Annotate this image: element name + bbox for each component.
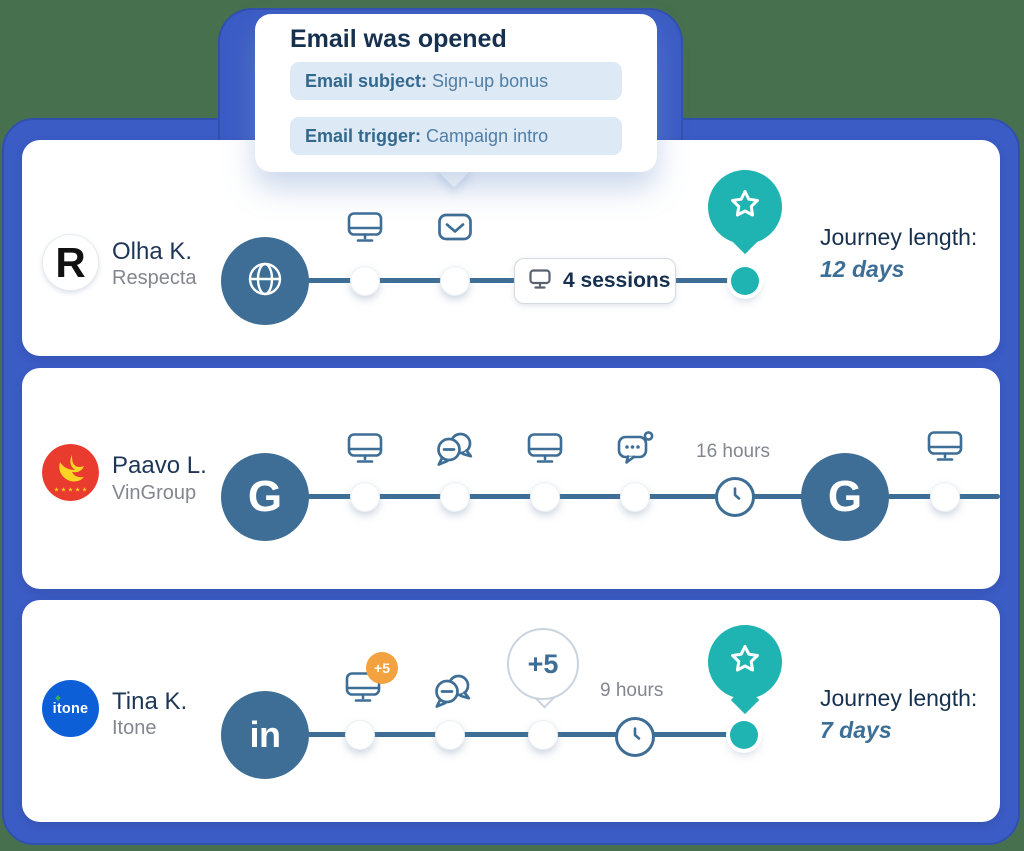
event-node[interactable] (436, 721, 464, 749)
email-subject-pill: Email subject: Sign-up bonus (290, 62, 622, 100)
timeline (265, 278, 745, 283)
wait-duration: 9 hours (600, 680, 664, 701)
plus-sessions-balloon[interactable]: +5 (507, 628, 579, 700)
respecta-logo: R (42, 234, 99, 291)
balloon-count: +5 (527, 648, 559, 679)
sessions-count: 4 sessions (563, 269, 671, 292)
event-node[interactable] (529, 721, 557, 749)
monitor-icon[interactable] (346, 211, 384, 249)
monitor-icon[interactable] (926, 430, 964, 468)
contact-name: Tina K. (112, 688, 188, 715)
timeline (265, 732, 745, 737)
tooltip-title: Email was opened (290, 25, 507, 53)
event-node[interactable] (351, 483, 379, 511)
journey-length-label: Journey length: (820, 685, 978, 711)
event-node[interactable] (531, 483, 559, 511)
sessions-badge[interactable]: 4 sessions (514, 258, 676, 304)
journey-card-olha (22, 140, 1000, 356)
monitor-mini-icon (528, 268, 552, 294)
clock-icon (624, 724, 646, 751)
linkedin-icon: in (249, 714, 282, 755)
email-trigger-pill: Email trigger: Campaign intro (290, 117, 622, 155)
source-node-google[interactable]: G (221, 453, 309, 541)
monitor-icon[interactable] (526, 432, 564, 470)
journey-card-tina (22, 600, 1000, 822)
clock-node[interactable] (615, 717, 655, 757)
monitor-icon[interactable] (344, 671, 382, 709)
mid-node-google[interactable]: G (801, 453, 889, 541)
event-node[interactable] (931, 483, 959, 511)
event-node[interactable] (441, 483, 469, 511)
email-trigger-value: Campaign intro (421, 126, 549, 146)
contact-company: VinGroup (112, 482, 197, 504)
clock-icon (724, 484, 746, 511)
star-icon (725, 640, 765, 685)
event-node[interactable] (351, 267, 379, 295)
google-g-icon: G (827, 472, 863, 521)
event-node[interactable] (621, 483, 649, 511)
clock-node[interactable] (715, 477, 755, 517)
goal-star-badge[interactable] (708, 170, 782, 244)
monitor-icon[interactable] (346, 432, 384, 470)
email-opened-tooltip: Email was opened Email subject: Sign-up … (255, 14, 657, 172)
email-icon[interactable] (437, 212, 473, 247)
source-node-linkedin[interactable]: in (221, 691, 309, 779)
email-subject-value: Sign-up bonus (427, 71, 549, 91)
contact-company: Respecta (112, 267, 197, 289)
goal-node[interactable] (731, 267, 759, 295)
vingroup-logo-stars: ★ ★ ★ ★ ★ (54, 487, 88, 494)
journey-length-value: 7 days (820, 717, 892, 743)
itone-logo: itone (42, 680, 99, 737)
chat-icon[interactable] (434, 430, 476, 473)
chat-icon[interactable] (432, 672, 474, 715)
wait-duration: 16 hours (696, 441, 770, 462)
itone-logo-text: itone (52, 700, 89, 717)
google-g-icon: G (247, 472, 283, 521)
contact-name: Paavo L. (112, 452, 207, 479)
plus-count: +5 (374, 660, 390, 676)
star-icon (725, 185, 765, 230)
journey-length-label: Journey length: (820, 224, 978, 250)
journey-length-value: 12 days (820, 256, 905, 282)
event-node[interactable] (346, 721, 374, 749)
chat-dots-icon[interactable] (616, 431, 654, 470)
globe-icon (244, 258, 286, 305)
contact-company: Itone (112, 717, 157, 739)
goal-star-badge[interactable] (708, 625, 782, 699)
respecta-logo-letter: R (55, 238, 86, 286)
email-trigger-label: Email trigger: (305, 126, 422, 146)
email-subject-label: Email subject: (305, 71, 428, 91)
source-node-website[interactable] (221, 237, 309, 325)
plus-count-badge[interactable]: +5 (366, 652, 398, 684)
event-node[interactable] (441, 267, 469, 295)
vingroup-logo: ★ ★ ★ ★ ★ (42, 444, 99, 501)
goal-node[interactable] (730, 721, 758, 749)
contact-name: Olha K. (112, 238, 193, 265)
